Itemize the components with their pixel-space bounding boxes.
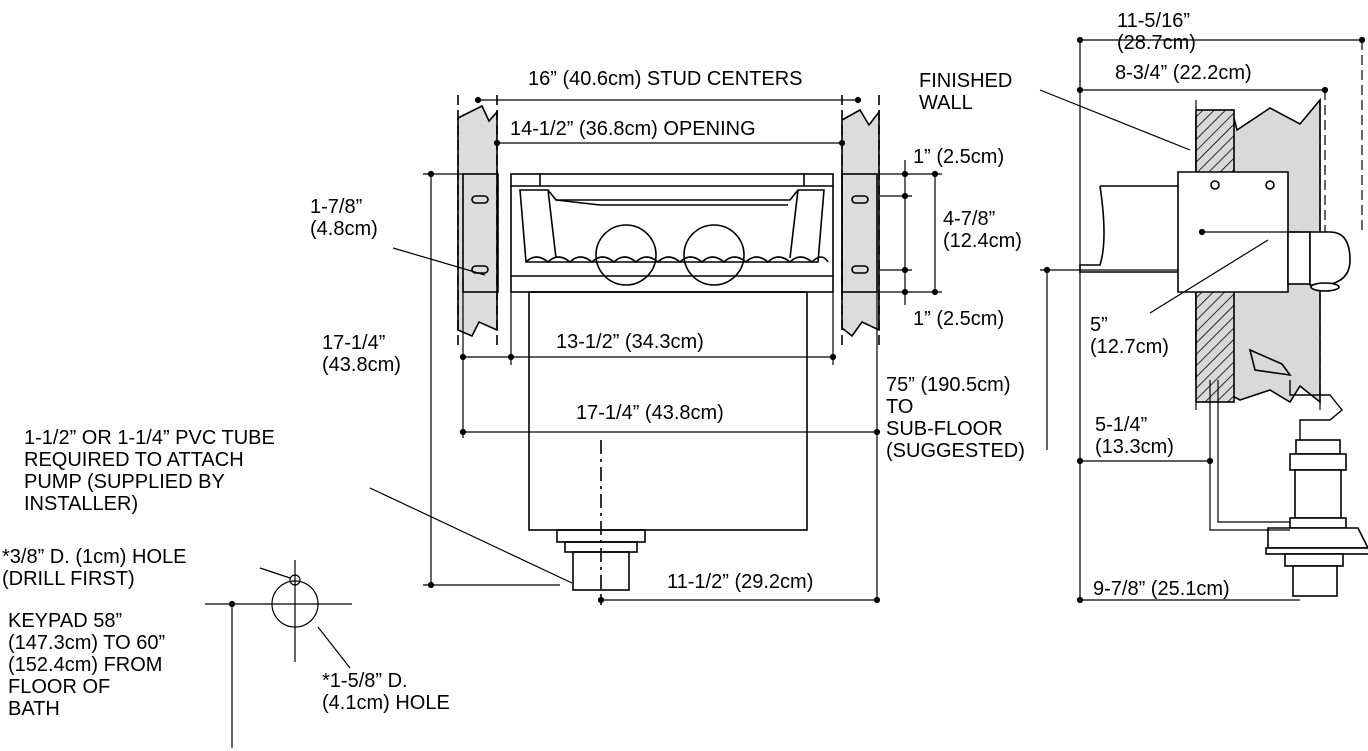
- dim-1-7-8-label: 1-7/8” (4.8cm): [310, 196, 378, 240]
- fan-left: [595, 224, 657, 286]
- large-hole-label: *1-5/8” D. (4.1cm) HOLE: [322, 670, 450, 714]
- pvc-tube-note: 1-1/2” OR 1-1/4” PVC TUBE REQUIRED TO AT…: [24, 427, 275, 515]
- pump-body: [528, 291, 808, 531]
- dim-75-label: 75” (190.5cm) TO SUB-FLOOR (SUGGESTED): [886, 374, 1025, 462]
- side-view: [1079, 97, 1368, 597]
- side-dimensions: [1039, 36, 1366, 604]
- right-stud: [841, 108, 880, 338]
- dim-13-1-2-label: 13-1/2” (34.3cm): [556, 331, 704, 353]
- finished-wall-label: FINISHED WALL: [919, 70, 1013, 114]
- keypad-height-label: KEYPAD 58” (147.3cm) TO 60” (152.4cm) FR…: [8, 610, 166, 720]
- dim-8-3-4-label: 8-3/4” (22.2cm): [1115, 62, 1252, 84]
- dim-11-5-16-label: 11-5/16” (28.7cm): [1117, 10, 1196, 54]
- front-dimensions: [369, 96, 942, 604]
- dim-4-7-8-label: 4-7/8” (12.4cm): [943, 208, 1022, 252]
- keypad-hole-detail: [205, 560, 352, 748]
- stud-centers-label: 16” (40.6cm) STUD CENTERS: [528, 68, 803, 90]
- opening-label: 14-1/2” (36.8cm) OPENING: [510, 118, 756, 140]
- left-stud: [457, 104, 498, 338]
- front-view: [457, 95, 880, 605]
- dim-5-1-4-label: 5-1/4” (13.3cm): [1095, 414, 1174, 458]
- dim-1-top-label: 1” (2.5cm): [913, 146, 1005, 168]
- right-flange: [841, 173, 878, 293]
- dim-17-1-4-mid-label: 17-1/4” (43.8cm): [576, 402, 724, 424]
- left-flange: [462, 173, 499, 293]
- dim-17-1-4-left-label: 17-1/4” (43.8cm): [322, 332, 401, 376]
- housing: [510, 173, 834, 293]
- dim-9-7-8-label: 9-7/8” (25.1cm): [1093, 578, 1230, 600]
- dim-1-bottom-label: 1” (2.5cm): [913, 308, 1005, 330]
- dim-11-1-2-label: 11-1/2” (29.2cm): [667, 571, 814, 593]
- small-hole-label: *3/8” D. (1cm) HOLE (DRILL FIRST): [2, 546, 187, 590]
- dim-5-label: 5” (12.7cm): [1090, 314, 1169, 358]
- fan-right: [683, 224, 745, 286]
